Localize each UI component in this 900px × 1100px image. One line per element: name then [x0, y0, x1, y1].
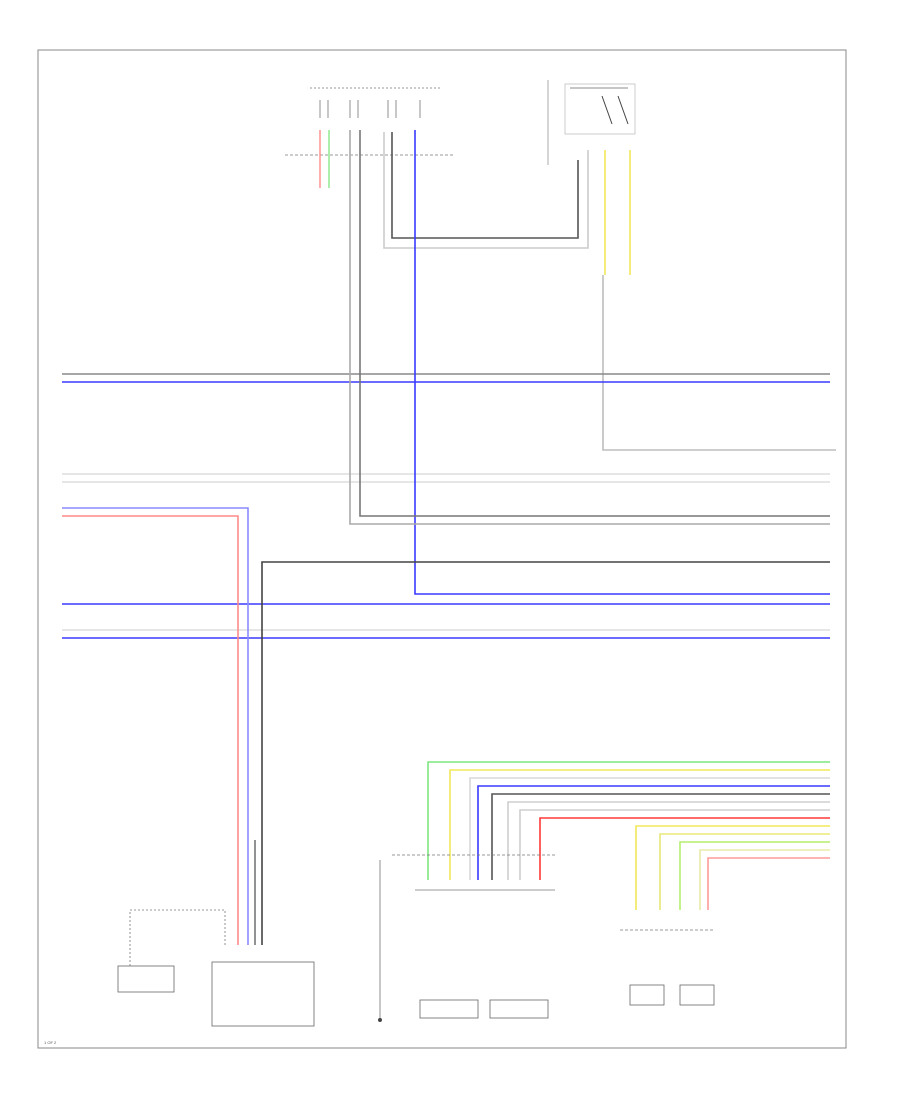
page-corner-label: 1 OF 2: [44, 1040, 57, 1045]
diagram-frame: [37, 49, 847, 1049]
component-left-small: [117, 965, 175, 993]
wire-black-loop: [391, 132, 579, 239]
top-connector-block: [285, 80, 549, 188]
component-left-module: [211, 961, 315, 1027]
wire-gray-loop: [383, 132, 589, 249]
sensor-box-2: [489, 999, 549, 1019]
wire-red-left: [62, 515, 239, 945]
sensor-box-4: [679, 984, 715, 1006]
wire-blue-left: [62, 507, 249, 945]
wire-gray-switch-return: [602, 275, 836, 451]
wire-gray-vertical-2: [359, 130, 830, 517]
ground-icon: [378, 860, 382, 1022]
sensor-box-3: [629, 984, 665, 1006]
wire-black-main: [261, 561, 830, 945]
bottom-harness: [427, 761, 830, 910]
connector-pins-top: [319, 100, 421, 118]
wire-gray-vertical-1: [349, 130, 830, 525]
sensor-box-1: [419, 999, 479, 1019]
switch-icon: [564, 83, 636, 135]
wire-blue-vertical: [414, 130, 830, 595]
bus-wires: [62, 373, 830, 639]
